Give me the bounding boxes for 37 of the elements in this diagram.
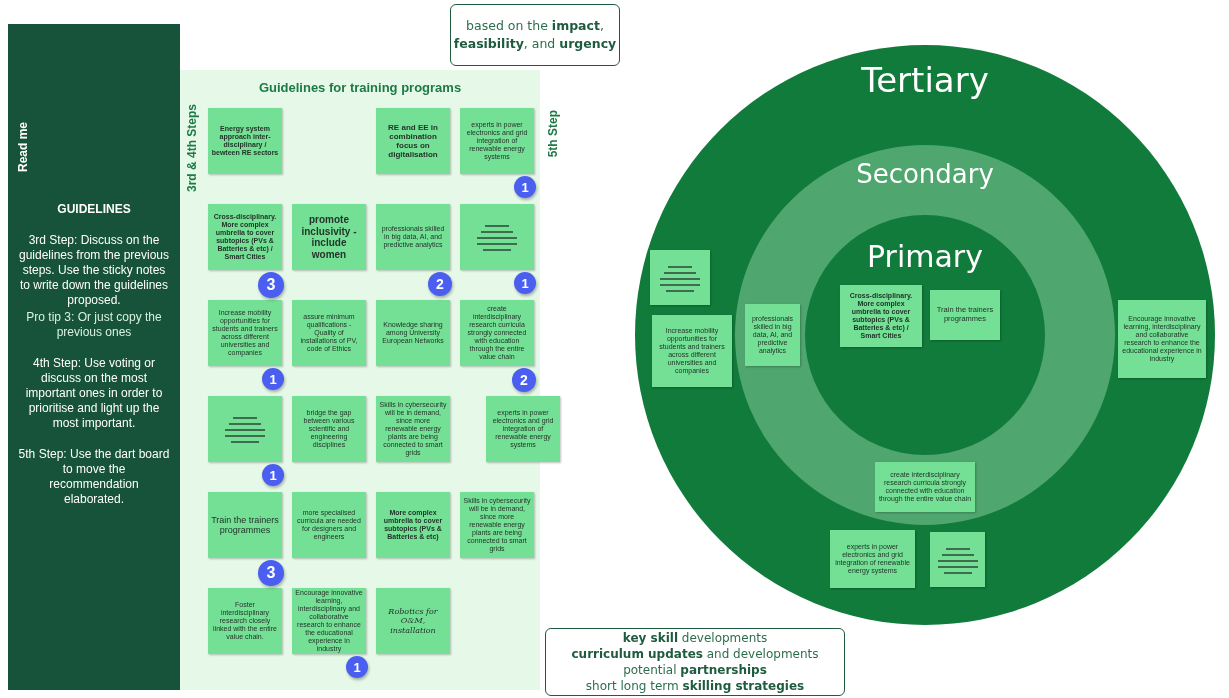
ring-label: Secondary [856,160,994,189]
callout-text: potential partnerships [622,662,768,678]
vote-badge: 1 [346,656,368,678]
vote-badge: 1 [514,176,536,198]
vote-badge: 2 [428,272,452,296]
sticky-note: Robotics for O&M, installation [376,588,450,654]
panel-tab-label: Read me [16,122,30,173]
sticky-note [650,250,710,305]
callout-text: curriculum updates and developments [570,646,820,662]
step-label: 5th Step [546,110,560,158]
vote-badge: 1 [514,272,536,294]
vote-badge: 1 [262,368,284,390]
instructions-panel [8,24,180,690]
board-title: Guidelines for training programs [257,80,463,95]
vote-badge: 3 [258,560,284,586]
sticky-note: RE and EE in combination focus on digitalisation [376,108,450,174]
vote-badge: 1 [262,464,284,486]
sticky-note [460,204,534,270]
instruction-paragraph: 3rd Step: Discuss on the guidelines from the previous steps. Use the sticky notes to write down the guidelines proposed. [18,233,170,308]
callout-text: short long term skilling strategies [584,678,806,694]
callout-text: based on the impact, feasibility, and urgency [452,17,618,53]
ring-label: Primary [867,240,983,273]
sticky-note [930,532,985,587]
sticky-note [208,396,282,462]
speech-bubble [450,4,620,66]
instruction-paragraph: 5th Step: Use the dart board to move the recommendation elaborated. [18,447,170,507]
instruction-paragraph: 4th Step: Use voting or discuss on the most important ones in order to prioritise and light up the most important. [24,356,164,431]
ring-label: Tertiary [861,62,989,100]
panel-heading: GUIDELINES [56,202,132,217]
instruction-paragraph: Pro tip 3: Or just copy the previous ones [25,310,163,340]
callout-text: key skill developments [621,630,769,646]
sticky-note: Train the trainers programmes [208,492,282,558]
step-label: 3rd & 4th Steps [185,104,199,193]
vote-badge: 3 [258,272,284,298]
sticky-note: promote inclusivity -include women [292,204,366,270]
vote-badge: 2 [512,368,536,392]
speech-bubble [545,628,845,696]
